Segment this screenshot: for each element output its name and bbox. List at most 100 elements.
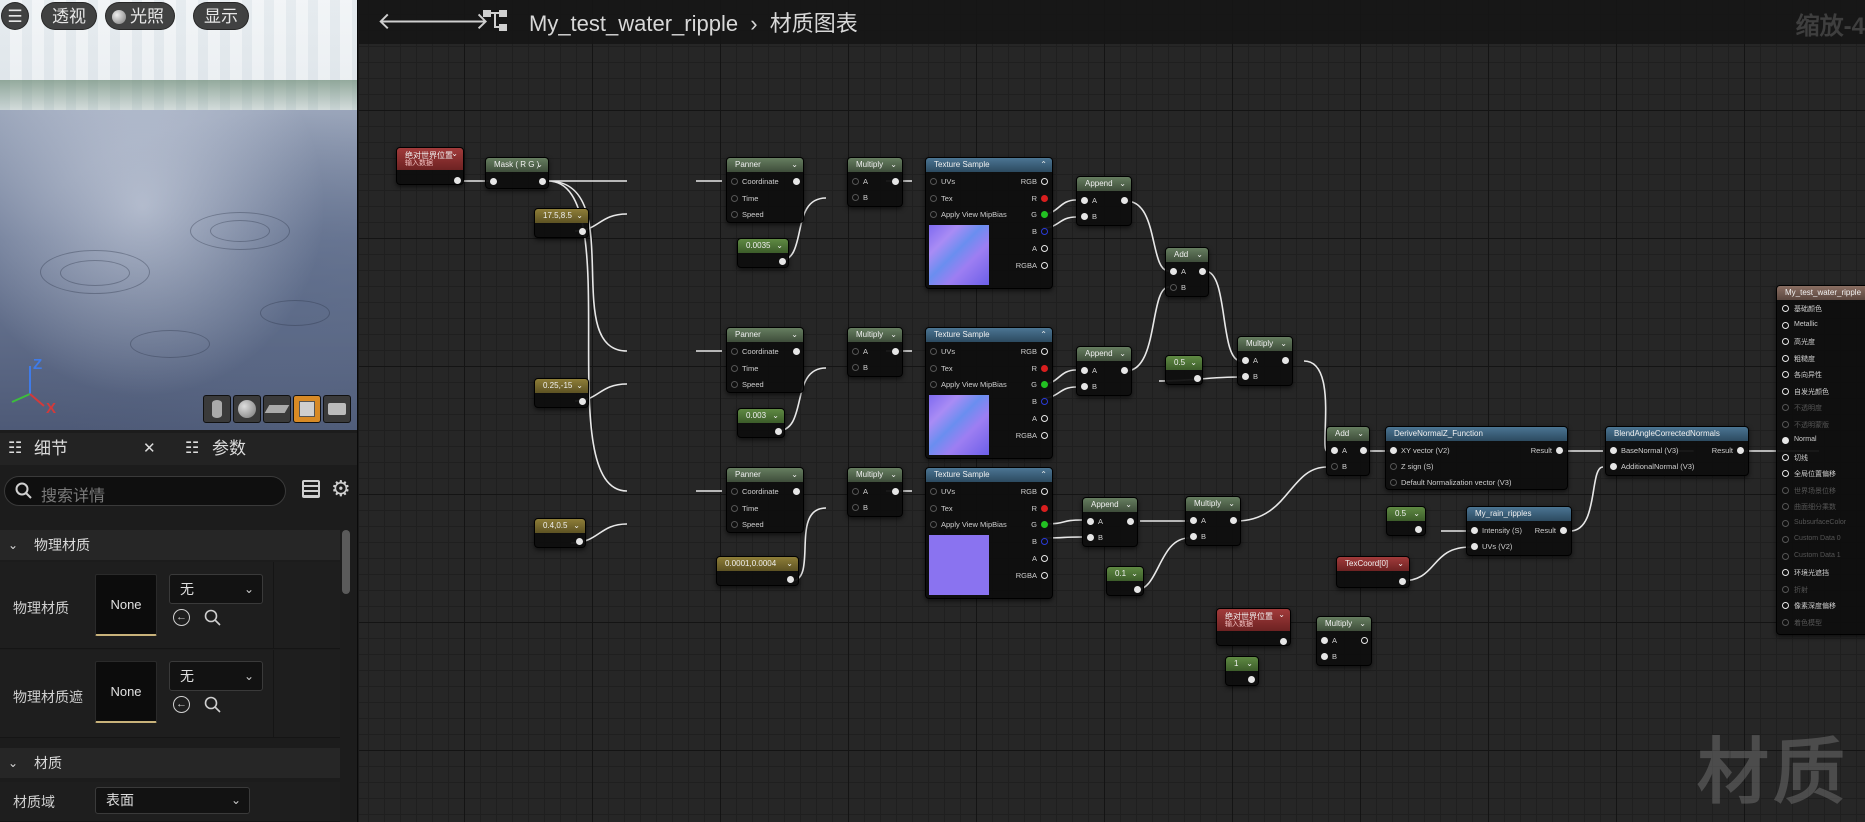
- viewport-menu-button[interactable]: ☰: [1, 2, 29, 30]
- output-node-pin[interactable]: [1782, 437, 1789, 444]
- input-pin[interactable]: [930, 178, 937, 185]
- input-pin[interactable]: [930, 211, 937, 218]
- show-button[interactable]: 显示: [193, 2, 249, 30]
- output-node-pin[interactable]: [1782, 387, 1789, 395]
- input-pin[interactable]: [1081, 383, 1088, 390]
- output-pin[interactable]: [1121, 197, 1128, 204]
- input-pin[interactable]: [930, 505, 937, 512]
- input-pin[interactable]: [731, 195, 738, 202]
- node-panner[interactable]: Panner⌄ Coordinate Time Speed: [726, 327, 804, 393]
- node-constant[interactable]: 17.5,8.5⌄: [534, 208, 589, 238]
- output-node-pin[interactable]: [1782, 536, 1789, 543]
- physical-mask-combo[interactable]: 无⌄: [169, 661, 263, 691]
- node-mask[interactable]: Mask ( R G )⌄: [485, 157, 549, 189]
- input-pin[interactable]: [1610, 463, 1617, 470]
- details-scrollbar[interactable]: [342, 530, 350, 594]
- input-pin[interactable]: [852, 364, 859, 371]
- input-pin[interactable]: [1242, 357, 1249, 364]
- input-pin[interactable]: [852, 194, 859, 201]
- output-node-pin[interactable]: [1782, 371, 1789, 378]
- input-pin[interactable]: [1170, 268, 1177, 275]
- material-domain-combo[interactable]: 表面⌄: [95, 787, 250, 814]
- input-pin[interactable]: [930, 381, 937, 388]
- node-multiply[interactable]: Multiply⌄ A B: [1237, 336, 1293, 386]
- close-icon[interactable]: ✕: [143, 440, 156, 457]
- input-pin[interactable]: [1610, 447, 1617, 454]
- output-node-pin[interactable]: [1782, 404, 1789, 411]
- node-absolute-world-position[interactable]: 绝对世界位置输入数据⌄: [396, 147, 464, 185]
- output-pin[interactable]: [1556, 447, 1563, 454]
- node-texture-sample[interactable]: Texture Sample⌃ UVs Tex Apply View MipBi…: [925, 467, 1053, 599]
- output-pin[interactable]: [1230, 517, 1237, 524]
- input-pin[interactable]: [1190, 533, 1197, 540]
- output-node-pin[interactable]: [1782, 519, 1789, 527]
- node-texture-sample[interactable]: Texture Sample⌃ UVs Tex Apply View MipBi…: [925, 327, 1053, 459]
- input-pin[interactable]: [1390, 479, 1397, 486]
- input-pin[interactable]: [1471, 527, 1478, 534]
- input-pin[interactable]: [930, 348, 937, 355]
- output-node-pin[interactable]: [1782, 486, 1789, 494]
- output-pin[interactable]: [539, 178, 546, 185]
- node-constant[interactable]: 0.1⌄: [1106, 566, 1144, 596]
- output-pin[interactable]: [1041, 211, 1048, 218]
- node-multiply[interactable]: Multiply⌄ A B: [847, 157, 903, 207]
- output-pin[interactable]: [793, 178, 800, 185]
- node-append[interactable]: Append⌄ A B: [1076, 176, 1132, 226]
- mesh-icon[interactable]: [323, 395, 351, 423]
- output-node-pin[interactable]: [1782, 453, 1789, 461]
- node-constant[interactable]: 0.0035⌄: [737, 238, 789, 268]
- output-node-pin[interactable]: [1782, 602, 1789, 609]
- input-pin[interactable]: [852, 504, 859, 511]
- section-material[interactable]: ⌄ 材质: [0, 748, 340, 778]
- breadcrumb-asset[interactable]: My_test_water_ripple: [529, 11, 739, 36]
- node-panner[interactable]: Panner⌄ Coordinate Time Speed: [726, 467, 804, 533]
- node-absolute-world-position[interactable]: 绝对世界位置输入数据⌄: [1216, 608, 1291, 646]
- output-pin[interactable]: [576, 538, 583, 545]
- back-arrow-icon[interactable]: 🡐: [377, 8, 442, 35]
- input-pin[interactable]: [1087, 518, 1094, 525]
- table-view-icon[interactable]: [302, 480, 320, 498]
- output-pin[interactable]: [1041, 262, 1048, 269]
- output-pin[interactable]: [1194, 375, 1201, 382]
- output-pin[interactable]: [1041, 415, 1048, 422]
- input-pin[interactable]: [1087, 534, 1094, 541]
- input-pin[interactable]: [1081, 213, 1088, 220]
- node-multiply[interactable]: Multiply⌄ A B: [847, 467, 903, 517]
- cube-icon[interactable]: [293, 395, 321, 423]
- input-pin[interactable]: [1331, 447, 1338, 454]
- input-pin[interactable]: [731, 521, 738, 528]
- reset-arrow-icon[interactable]: ←: [173, 696, 190, 713]
- output-node-pin[interactable]: [1782, 585, 1789, 593]
- hierarchy-icon[interactable]: [481, 8, 511, 34]
- section-physical-material[interactable]: ⌄ 物理材质: [0, 530, 340, 560]
- output-pin[interactable]: [793, 348, 800, 355]
- output-node-pin[interactable]: [1782, 552, 1789, 560]
- output-node-pin[interactable]: [1782, 569, 1789, 576]
- node-texture-sample[interactable]: Texture Sample⌃ UVs Tex Apply View MipBi…: [925, 157, 1053, 289]
- node-texcoord[interactable]: TexCoord[0]⌄: [1336, 556, 1410, 588]
- output-pin[interactable]: [1560, 527, 1567, 534]
- output-pin[interactable]: [793, 488, 800, 495]
- browse-search-icon[interactable]: [204, 696, 222, 714]
- output-node-pin[interactable]: [1782, 354, 1789, 362]
- perspective-button[interactable]: 透视: [41, 2, 97, 30]
- tab-params[interactable]: 参数: [212, 439, 246, 458]
- output-pin[interactable]: [1041, 228, 1048, 235]
- tab-details[interactable]: 细节: [34, 439, 68, 458]
- output-pin[interactable]: [1127, 518, 1134, 525]
- node-rain-ripples[interactable]: My_rain_ripples Intensity (S) UVs (V2) R…: [1466, 506, 1572, 556]
- node-multiply[interactable]: Multiply⌄ A B: [847, 327, 903, 377]
- input-pin[interactable]: [731, 365, 738, 372]
- preview-viewport[interactable]: ☰ 透视 光照 显示 Z X: [0, 0, 357, 430]
- input-pin[interactable]: [930, 488, 937, 495]
- node-blend-angle-corrected-normals[interactable]: BlendAngleCorrectedNormals BaseNormal (V…: [1605, 426, 1749, 476]
- forward-arrow-icon[interactable]: 🡒: [425, 8, 490, 35]
- node-append[interactable]: Append⌄ A B: [1082, 497, 1138, 547]
- output-pin[interactable]: [1041, 555, 1048, 562]
- output-node-pin[interactable]: [1782, 618, 1789, 626]
- output-pin[interactable]: [1282, 357, 1289, 364]
- output-pin[interactable]: [1041, 521, 1048, 528]
- output-pin[interactable]: [1041, 245, 1048, 252]
- input-pin[interactable]: [1390, 463, 1397, 470]
- output-pin[interactable]: [1121, 367, 1128, 374]
